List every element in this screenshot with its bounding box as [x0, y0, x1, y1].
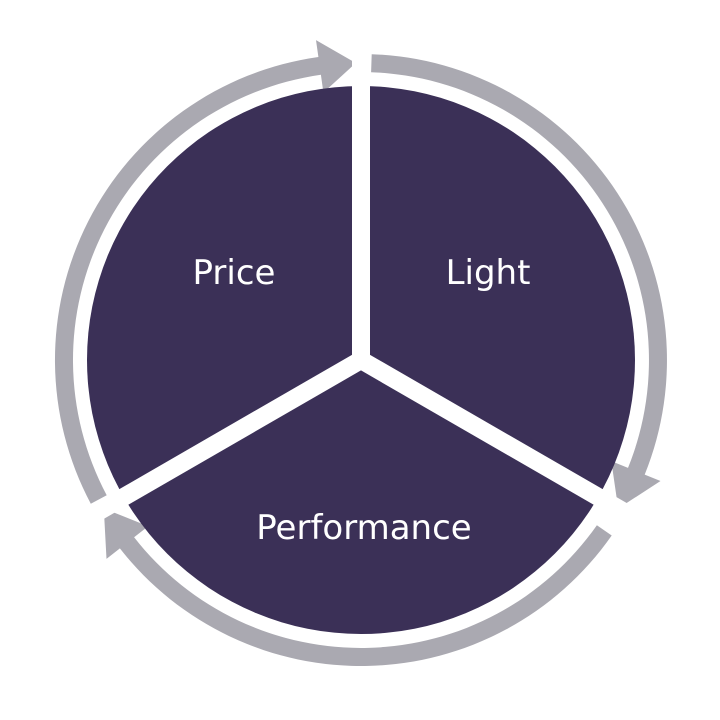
segment-label-performance: Performance	[256, 508, 471, 548]
separator-line-right	[356, 352, 648, 531]
cycle-arrow-performance-to-price	[103, 508, 612, 667]
segment-label-light: Light	[446, 253, 531, 293]
arrow-ring	[54, 40, 667, 667]
separator-line-left	[74, 352, 366, 531]
cycle-arrow-light-to-performance	[371, 54, 667, 509]
segment-label-price: Price	[193, 253, 276, 293]
segment-disc	[74, 34, 648, 634]
cycle-arrow-price-to-light	[54, 40, 356, 504]
